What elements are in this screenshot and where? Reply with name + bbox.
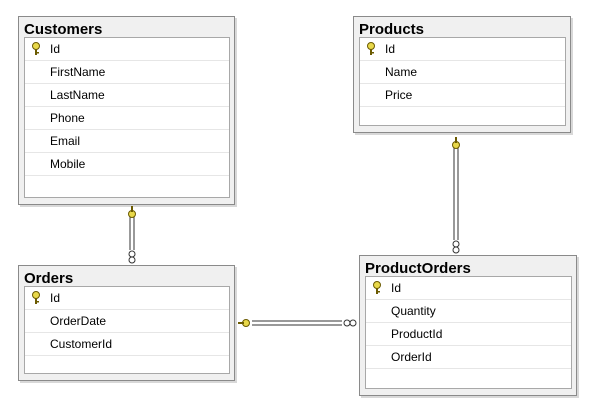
column-row[interactable]: FirstName [25, 61, 229, 84]
column-name: LastName [50, 88, 105, 102]
column-row[interactable]: ProductId [366, 323, 571, 346]
infinity-end-icon [452, 240, 460, 254]
column-list: Id OrderDate CustomerId [24, 286, 230, 374]
relationship-orders-productorders[interactable] [238, 319, 357, 327]
column-row[interactable]: OrderDate [25, 310, 229, 333]
table-title: Orders [24, 270, 74, 287]
column-name: Id [50, 291, 61, 305]
column-name: Id [50, 42, 61, 56]
column-list: Id Quantity ProductId OrderId [365, 276, 572, 389]
column-row[interactable]: Email [25, 130, 229, 153]
column-row[interactable]: Id [25, 287, 229, 310]
table-title: Customers [24, 21, 103, 38]
column-name: Email [50, 134, 81, 148]
column-row[interactable]: Phone [25, 107, 229, 130]
key-end-icon [452, 137, 460, 149]
column-name: ProductId [391, 327, 443, 341]
primary-key-icon [32, 291, 40, 304]
column-row[interactable]: Id [366, 277, 571, 300]
column-row[interactable]: OrderId [366, 346, 571, 369]
column-row[interactable]: Quantity [366, 300, 571, 323]
infinity-end-icon [128, 250, 136, 264]
column-name: OrderDate [50, 314, 107, 328]
column-list: Id FirstName LastName Phone Email Mobile [24, 37, 230, 198]
infinity-end-icon [343, 319, 357, 327]
column-row[interactable]: Name [360, 61, 565, 84]
table-title: Products [359, 21, 425, 38]
table-products[interactable]: Products Id Name Price [353, 16, 571, 133]
table-title: ProductOrders [365, 260, 471, 277]
column-name: Quantity [391, 304, 436, 318]
column-row[interactable]: Id [25, 38, 229, 61]
primary-key-icon [367, 42, 375, 55]
key-end-icon [128, 206, 136, 218]
column-name: Id [385, 42, 396, 56]
column-name: CustomerId [50, 337, 113, 351]
table-customers[interactable]: Customers Id FirstName LastName Phone Em… [18, 16, 235, 205]
primary-key-icon [373, 281, 381, 294]
column-list: Id Name Price [359, 37, 566, 126]
table-productorders[interactable]: ProductOrders Id Quantity ProductId Orde… [359, 255, 577, 396]
column-name: Name [385, 65, 418, 79]
table-orders[interactable]: Orders Id OrderDate CustomerId [18, 265, 235, 381]
relationship-products-productorders[interactable] [452, 137, 460, 254]
key-end-icon [238, 319, 250, 327]
column-name: Id [391, 281, 402, 295]
column-row[interactable]: Id [360, 38, 565, 61]
column-row[interactable]: LastName [25, 84, 229, 107]
column-name: OrderId [391, 350, 432, 364]
column-name: FirstName [50, 65, 106, 79]
primary-key-icon [32, 42, 40, 55]
column-row[interactable]: CustomerId [25, 333, 229, 356]
relationship-customers-orders[interactable] [128, 206, 136, 264]
column-name: Phone [50, 111, 85, 125]
column-row[interactable]: Mobile [25, 153, 229, 176]
column-name: Price [385, 88, 413, 102]
column-row[interactable]: Price [360, 84, 565, 107]
column-name: Mobile [50, 157, 86, 171]
